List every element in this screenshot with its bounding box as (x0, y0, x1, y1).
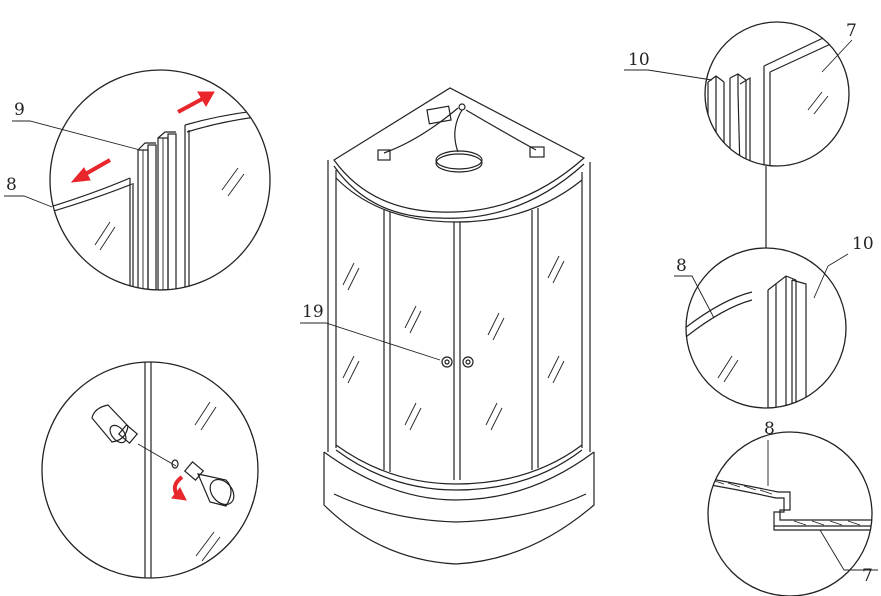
rotate-tighten-arrow-icon (171, 475, 187, 501)
label-part-8-bottom: 8 (764, 419, 775, 439)
slide-apart-arrow-icon (70, 91, 215, 183)
label-part-10-middle: 10 (852, 234, 874, 254)
label-part-7-top: 7 (846, 21, 857, 41)
label-part-19: 19 (302, 302, 324, 322)
detail-handle-mounting-circle (41, 361, 259, 579)
label-part-10-top: 10 (628, 50, 650, 70)
shower-cabin-drawing: 19 (300, 87, 595, 565)
detail-profile-top-circle: 10 7 (624, 21, 857, 167)
handle-knob-left (91, 404, 177, 467)
handle-knob-right (183, 461, 235, 507)
label-part-9: 9 (14, 100, 25, 120)
detail-door-profiles-circle: 9 8 (4, 69, 271, 291)
label-part-8-middle: 8 (676, 256, 687, 276)
detail-cross-section-circle: 8 7 (707, 419, 878, 596)
detail-profile-middle-circle: 8 10 (674, 234, 874, 409)
label-part-7-bottom: 7 (862, 566, 873, 586)
door-handles (441, 356, 474, 368)
label-part-8-top-left: 8 (6, 175, 17, 195)
shower-head-fitting (377, 103, 545, 173)
